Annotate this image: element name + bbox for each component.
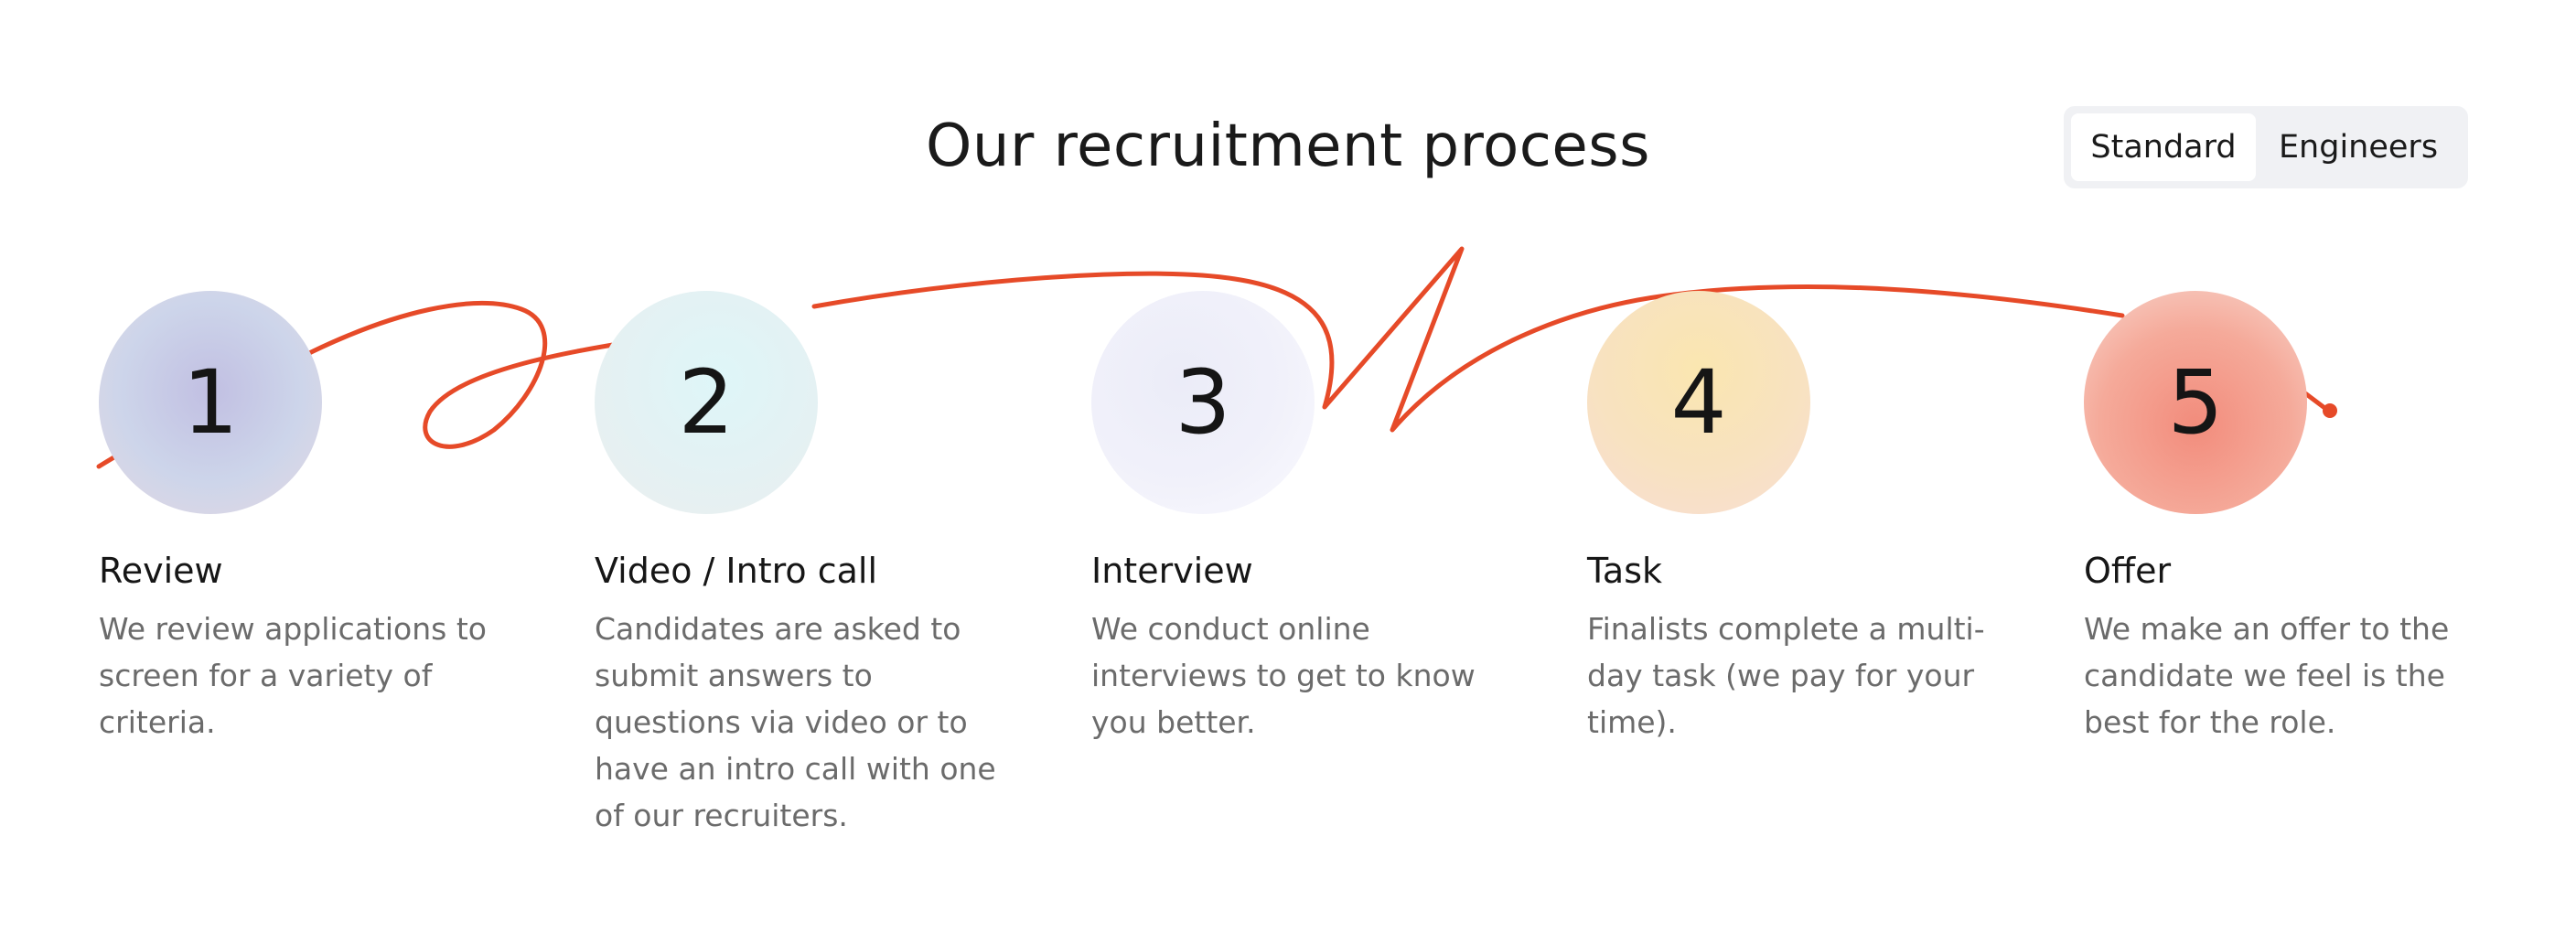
step-number: 4 [1670, 351, 1727, 454]
step-title: Review [99, 551, 223, 591]
step-description: We review applications to screen for a v… [99, 611, 487, 740]
step-number: 2 [678, 351, 735, 454]
step-video-intro-call: 2 Video / Intro call Candidates are aske… [595, 291, 1015, 839]
step-title: Interview [1091, 551, 1253, 591]
step-title: Offer [2084, 551, 2172, 591]
step-number-circle: 5 [2084, 291, 2307, 514]
step-number: 3 [1175, 351, 1231, 454]
step-review: 1 Review We review applications to scree… [99, 291, 520, 745]
step-title: Video / Intro call [595, 551, 878, 591]
step-number: 1 [182, 351, 239, 454]
step-title: Task [1587, 551, 1663, 591]
step-number-circle: 1 [99, 291, 322, 514]
step-number-circle: 4 [1587, 291, 1810, 514]
toggle-standard-button[interactable]: Standard [2071, 113, 2256, 181]
step-number: 5 [2167, 351, 2224, 454]
step-description: Finalists complete a multi-day task (we … [1587, 611, 1985, 740]
step-description: Candidates are asked to submit answers t… [595, 611, 996, 833]
step-description: We conduct online interviews to get to k… [1091, 611, 1476, 740]
toggle-engineers-button[interactable]: Engineers [2278, 129, 2439, 166]
step-task: 4 Task Finalists complete a multi-day ta… [1587, 291, 2008, 745]
process-type-toggle: Standard Engineers [2064, 106, 2468, 188]
step-number-circle: 2 [595, 291, 818, 514]
step-offer: 5 Offer We make an offer to the candidat… [2084, 291, 2505, 745]
page-title: Our recruitment process [926, 113, 1650, 180]
step-number-circle: 3 [1091, 291, 1315, 514]
step-interview: 3 Interview We conduct online interviews… [1091, 291, 1512, 745]
step-description: We make an offer to the candidate we fee… [2084, 611, 2450, 740]
